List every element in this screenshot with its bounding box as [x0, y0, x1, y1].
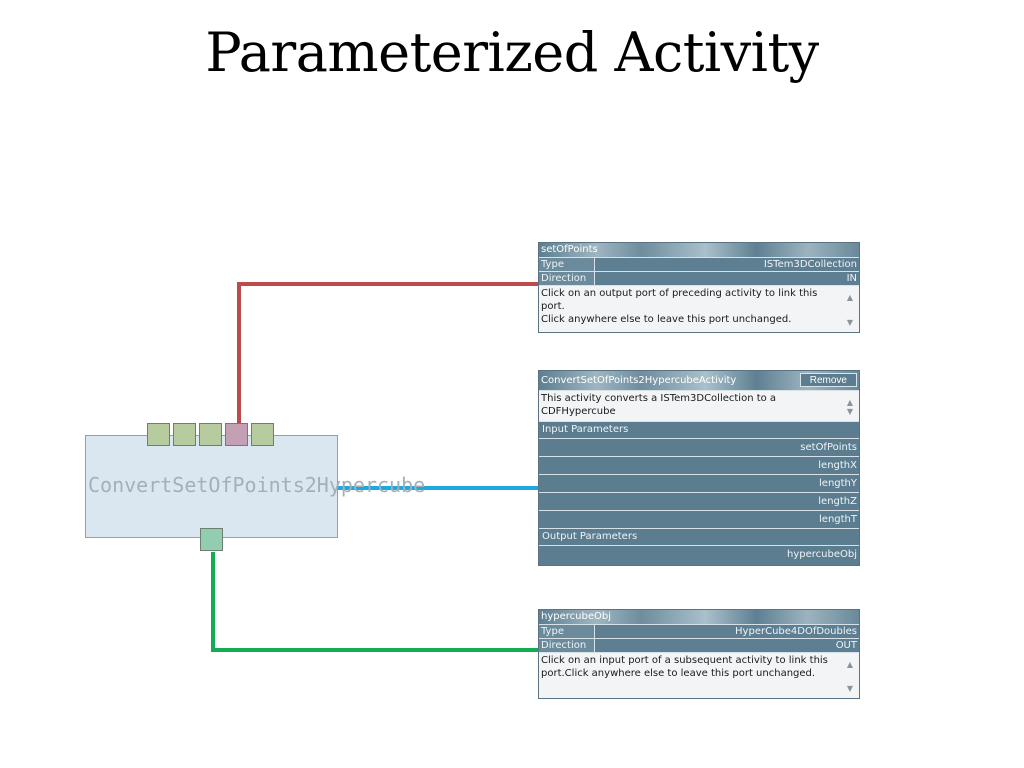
- input-param-row[interactable]: lengthZ: [539, 492, 859, 510]
- scroll-down-icon[interactable]: ▼: [846, 318, 854, 327]
- scroll-up-icon[interactable]: ▲: [846, 398, 854, 407]
- output-port-wire: [211, 552, 538, 652]
- activity-panel: ConvertSetOfPoints2HypercubeActivity Rem…: [538, 370, 860, 566]
- input-port-2[interactable]: [173, 423, 196, 446]
- output-param-row[interactable]: hypercubeObj: [539, 545, 859, 563]
- input-port-4-selected[interactable]: [225, 423, 248, 446]
- activity-description: This activity converts a ISTem3DCollecti…: [539, 390, 859, 421]
- input-param-row[interactable]: lengthX: [539, 456, 859, 474]
- scroll-down-icon[interactable]: ▼: [846, 684, 854, 693]
- input-port-panel: setOfPoints Type ISTem3DCollection Direc…: [538, 242, 860, 333]
- direction-row: Direction IN: [539, 271, 859, 285]
- input-port-3[interactable]: [199, 423, 222, 446]
- input-parameters-header: Input Parameters: [539, 421, 859, 438]
- scroll-down-icon[interactable]: ▼: [846, 407, 854, 416]
- activity-node[interactable]: ConvertSetOfPoints2Hypercube: [85, 435, 425, 538]
- output-parameters-header: Output Parameters: [539, 528, 859, 545]
- direction-label: Direction: [539, 272, 595, 285]
- remove-button[interactable]: Remove: [799, 373, 857, 387]
- slide-title: Parameterized Activity: [205, 21, 819, 84]
- activity-description-text: This activity converts a ISTem3DCollecti…: [541, 393, 777, 417]
- type-value: ISTem3DCollection: [595, 258, 859, 271]
- input-param-row[interactable]: lengthT: [539, 510, 859, 528]
- type-label: Type: [539, 625, 595, 638]
- input-port-5[interactable]: [251, 423, 274, 446]
- output-port-message-text: Click on an input port of a subsequent a…: [541, 655, 828, 679]
- activity-panel-title-text: ConvertSetOfPoints2HypercubeActivity: [541, 375, 737, 386]
- output-port-panel-title: hypercubeObj: [539, 610, 859, 624]
- activity-panel-title: ConvertSetOfPoints2HypercubeActivity Rem…: [539, 371, 859, 390]
- output-port-message: Click on an input port of a subsequent a…: [539, 652, 859, 698]
- description-scrollbar[interactable]: ▲ ▼: [844, 394, 856, 418]
- direction-value: OUT: [595, 639, 859, 652]
- direction-label: Direction: [539, 639, 595, 652]
- input-port-panel-title: setOfPoints: [539, 243, 859, 257]
- input-port-message-text: Click on an output port of preceding act…: [541, 288, 818, 325]
- direction-value: IN: [595, 272, 859, 285]
- type-row: Type ISTem3DCollection: [539, 257, 859, 271]
- output-port-panel: hypercubeObj Type HyperCube4DOfDoubles D…: [538, 609, 860, 699]
- direction-row: Direction OUT: [539, 638, 859, 652]
- message-scrollbar[interactable]: ▲ ▼: [844, 289, 856, 329]
- input-port-1[interactable]: [147, 423, 170, 446]
- type-label: Type: [539, 258, 595, 271]
- input-port-wire: [237, 282, 538, 423]
- scroll-up-icon[interactable]: ▲: [846, 660, 854, 669]
- type-row: Type HyperCube4DOfDoubles: [539, 624, 859, 638]
- activity-node-label: ConvertSetOfPoints2Hypercube: [88, 473, 426, 497]
- output-port[interactable]: [200, 528, 223, 551]
- scroll-up-icon[interactable]: ▲: [846, 293, 854, 302]
- input-param-row[interactable]: lengthY: [539, 474, 859, 492]
- type-value: HyperCube4DOfDoubles: [595, 625, 859, 638]
- input-param-row[interactable]: setOfPoints: [539, 438, 859, 456]
- input-port-message: Click on an output port of preceding act…: [539, 285, 859, 332]
- message-scrollbar[interactable]: ▲ ▼: [844, 656, 856, 695]
